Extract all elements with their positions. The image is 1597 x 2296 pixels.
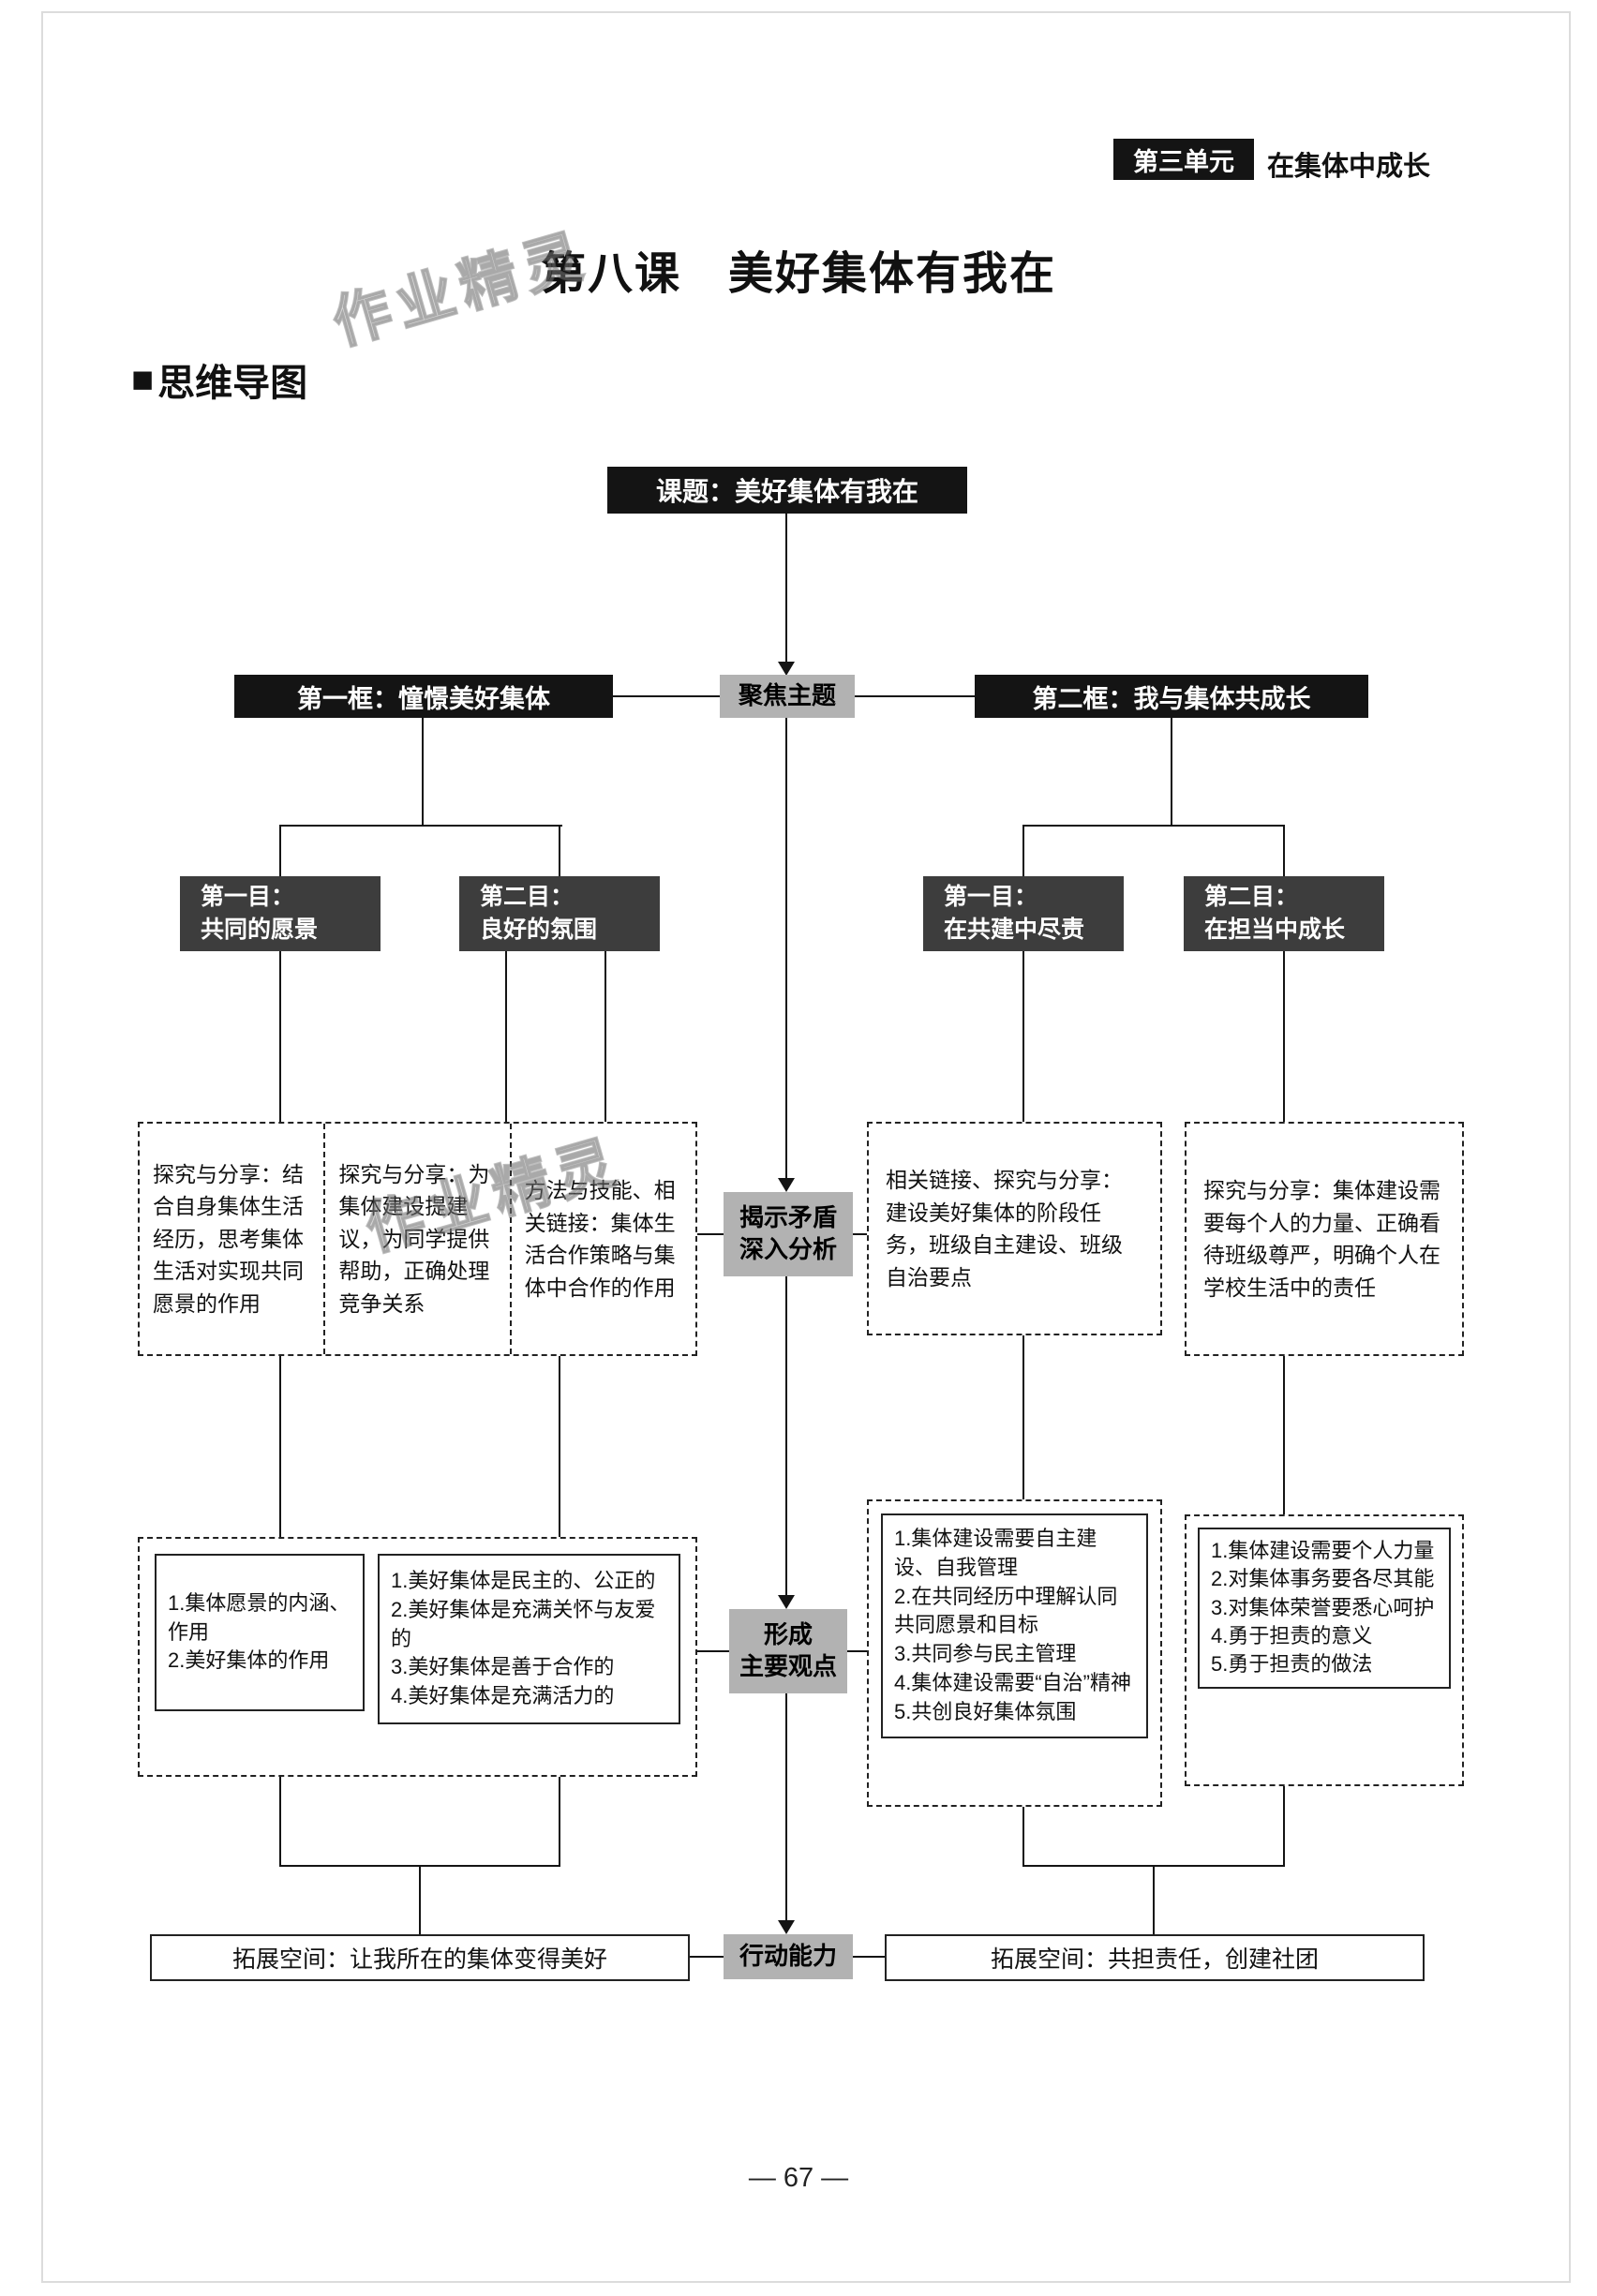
node-stage-viewpoints: 形成 主要观点 xyxy=(729,1609,847,1693)
section-marker-icon: ■ xyxy=(131,358,155,400)
node-section-right-2: 第二目： 在担当中成长 xyxy=(1184,876,1384,951)
extension-right: 拓展空间：共担责任，创建社团 xyxy=(885,1934,1425,1981)
viewpoints-left-container: 1.集体愿景的内涵、作用 2.美好集体的作用 1.美好集体是民主的、公正的 2.… xyxy=(138,1537,697,1777)
section-heading-row: ■ 思维导图 xyxy=(131,352,307,407)
arrow-down-icon xyxy=(778,662,795,676)
connector-line xyxy=(697,1650,729,1652)
connector-line xyxy=(1283,951,1285,1122)
connector-line xyxy=(279,1356,281,1537)
page-title: 第八课 美好集体有我在 xyxy=(540,249,1056,299)
node-section-left-2: 第二目： 良好的氛围 xyxy=(459,876,660,951)
connector-line xyxy=(559,1356,560,1537)
unit-title: 在集体中成长 xyxy=(1267,152,1431,182)
section-heading: 思维导图 xyxy=(157,363,308,404)
connector-line xyxy=(1022,1807,1024,1865)
connector-line xyxy=(785,718,787,1178)
arrow-down-icon xyxy=(778,1920,795,1934)
arrow-down-icon xyxy=(778,1178,795,1192)
connector-line xyxy=(1283,1786,1285,1865)
node-section-right-1: 第一目： 在共建中尽责 xyxy=(923,876,1124,951)
page-number: — 67 — xyxy=(748,2163,849,2193)
connector-line xyxy=(279,825,281,876)
node-stage-action: 行动能力 xyxy=(724,1934,853,1979)
connector-line xyxy=(279,1777,281,1865)
viewpoints-left-a: 1.集体愿景的内涵、作用 2.美好集体的作用 xyxy=(155,1554,365,1711)
connector-line xyxy=(559,1777,560,1865)
connector-line xyxy=(785,1693,787,1920)
connector-line xyxy=(1022,951,1024,1122)
connector-line xyxy=(847,1650,867,1652)
connector-line xyxy=(279,951,281,1122)
activity-right-b: 探究与分享：集体建设需要每个人的力量、正确看待班级尊严，明确个人在学校生活中的责… xyxy=(1185,1122,1464,1356)
node-root-topic: 课题：美好集体有我在 xyxy=(607,467,967,514)
connector-line xyxy=(613,695,720,697)
activity-right-a: 相关链接、探究与分享：建设美好集体的阶段任务，班级自主建设、班级自治要点 xyxy=(867,1122,1162,1335)
connector-line xyxy=(279,825,562,827)
connector-line xyxy=(1283,1356,1285,1514)
activity-left-b: 探究与分享：为集体建设提建议，为同学提供帮助，正确处理竞争关系 xyxy=(323,1124,509,1354)
viewpoints-right-b: 1.集体建设需要个人力量 2.对集体事务要各尽其能 3.对集体荣誉要悉心呵护 4… xyxy=(1198,1528,1451,1689)
connector-line xyxy=(853,1233,867,1235)
connector-line xyxy=(422,718,424,825)
connector-line xyxy=(1022,825,1024,876)
node-frame-2: 第二框：我与集体共成长 xyxy=(975,675,1368,718)
viewpoints-right-a-container: 1.集体建设需要自主建设、自我管理 2.在共同经历中理解认同共同愿景和目标 3.… xyxy=(867,1499,1162,1807)
connector-line xyxy=(853,1956,885,1958)
activities-left-container: 探究与分享：结合自身集体生活经历，思考集体生活对实现共同愿景的作用 探究与分享：… xyxy=(138,1122,697,1356)
extension-left: 拓展空间：让我所在的集体变得美好 xyxy=(150,1934,690,1981)
connector-line xyxy=(1022,1335,1024,1499)
connector-line xyxy=(505,951,507,1122)
node-stage-analyze: 揭示矛盾 深入分析 xyxy=(724,1192,853,1276)
viewpoints-left-b: 1.美好集体是民主的、公正的 2.美好集体是充满关怀与友爱的 3.美好集体是善于… xyxy=(378,1554,680,1724)
arrow-down-icon xyxy=(778,1595,795,1609)
connector-line xyxy=(855,695,975,697)
viewpoints-right-b-container: 1.集体建设需要个人力量 2.对集体事务要各尽其能 3.对集体荣誉要悉心呵护 4… xyxy=(1185,1514,1464,1786)
connector-line xyxy=(785,514,787,662)
node-section-left-1: 第一目： 共同的愿景 xyxy=(180,876,381,951)
node-stage-focus: 聚焦主题 xyxy=(720,675,855,718)
connector-line xyxy=(697,1233,724,1235)
connector-line xyxy=(1022,825,1285,827)
activity-left-a: 探究与分享：结合自身集体生活经历，思考集体生活对实现共同愿景的作用 xyxy=(153,1161,304,1316)
connector-line xyxy=(1153,1865,1155,1934)
connector-line xyxy=(785,1276,787,1595)
connector-line xyxy=(690,1956,724,1958)
connector-line xyxy=(559,825,560,876)
connector-line xyxy=(1283,825,1285,876)
viewpoints-right-a: 1.集体建设需要自主建设、自我管理 2.在共同经历中理解认同共同愿景和目标 3.… xyxy=(881,1513,1148,1738)
activity-left-c: 方法与技能、相关链接：集体生活合作策略与集体中合作的作用 xyxy=(509,1124,695,1354)
connector-line xyxy=(1171,718,1172,825)
connector-line xyxy=(419,1865,421,1934)
node-frame-1: 第一框：憧憬美好集体 xyxy=(234,675,613,718)
connector-line xyxy=(604,951,606,1122)
unit-label: 第三单元 xyxy=(1113,139,1254,180)
